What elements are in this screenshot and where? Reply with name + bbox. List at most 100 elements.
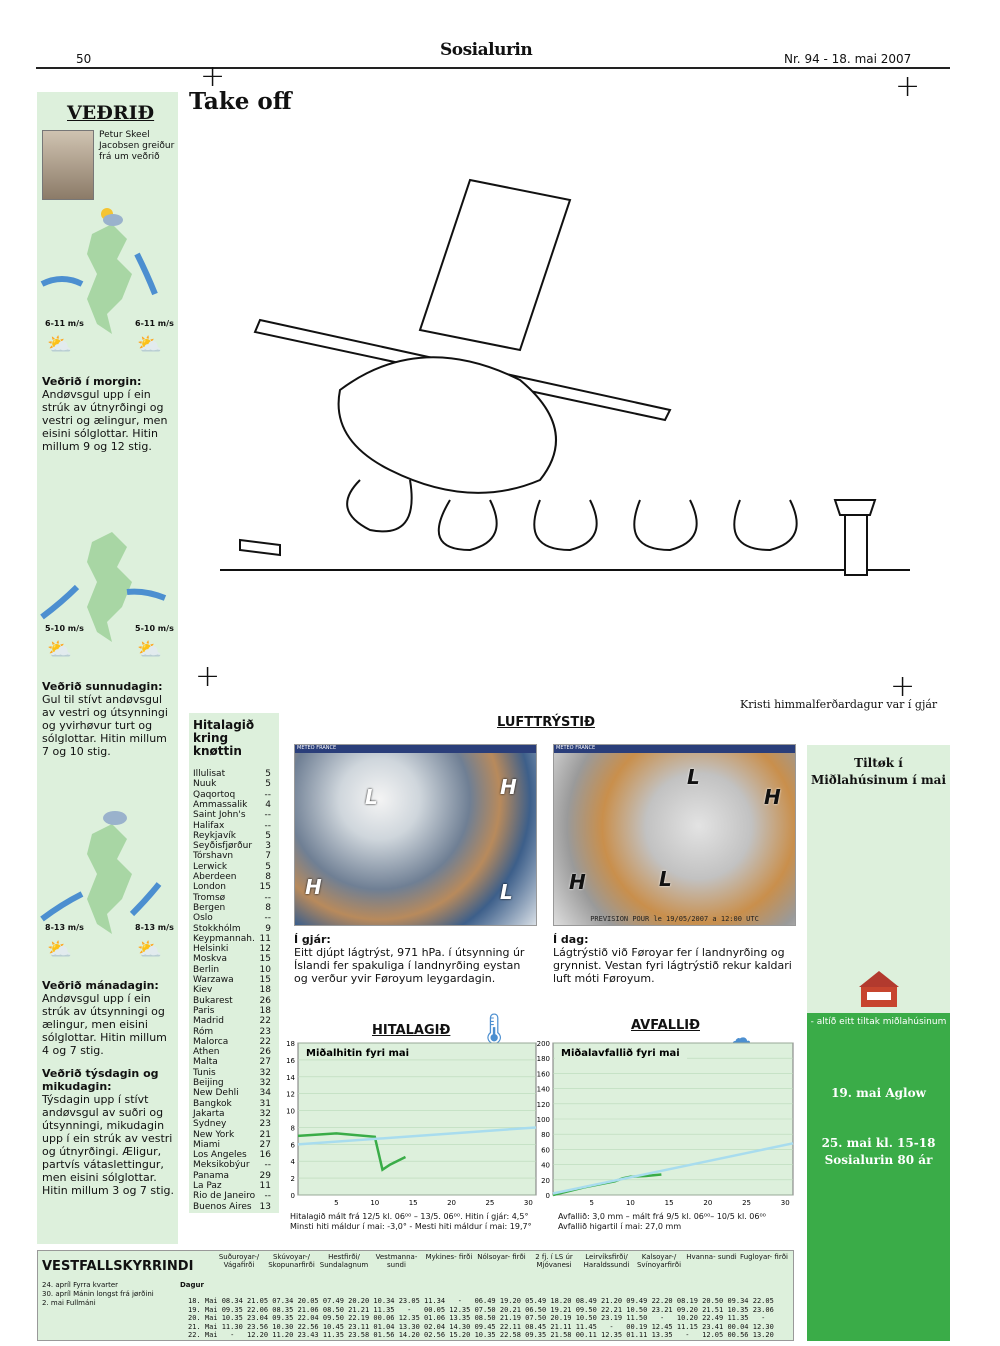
x-tick-label: 10 xyxy=(370,1199,379,1207)
wind-speed-label: 5-10 m/s xyxy=(45,624,84,633)
y-tick-label: 0 xyxy=(546,1192,550,1200)
x-tick-label: 15 xyxy=(409,1199,418,1207)
wind-speed-label: 5-10 m/s xyxy=(135,624,174,633)
house-icon xyxy=(859,971,899,1007)
city-temp-row: Oslo-- xyxy=(193,913,271,924)
moon-phase: 24. apríl Fyrra kvarter xyxy=(42,1281,119,1289)
crop-mark: + xyxy=(890,669,916,704)
y-tick-label: 2 xyxy=(291,1175,295,1183)
chart-title: Miðalhitin fyri mai xyxy=(306,1048,409,1059)
chart-plot-area xyxy=(297,1042,537,1196)
tide-location-header: Mykines- firði xyxy=(425,1253,473,1261)
ad-event-aglow: 19. mai Aglow xyxy=(831,1086,926,1100)
y-tick-label: 20 xyxy=(541,1177,550,1185)
pressure-map-today: METEO FRANCE L H H L PREVISION POUR le 1… xyxy=(553,744,796,926)
crop-mark: + xyxy=(895,69,921,104)
forecast-morning: Veðrið í morgin:Andøvsgul upp í ein strú… xyxy=(42,375,168,453)
x-tick-label: 25 xyxy=(742,1199,751,1207)
thermometer-icon: 🌡 xyxy=(475,1012,514,1047)
tide-location-header: Suðuroyar-/ Vágafirði xyxy=(218,1253,260,1269)
page-number: 50 xyxy=(76,52,92,66)
x-tick-label: 20 xyxy=(447,1199,456,1207)
tide-location-header: Kalsoyar-/ Svínoyarfirði xyxy=(636,1253,682,1269)
y-tick-label: 160 xyxy=(537,1070,550,1078)
tide-row: 22. Mai - 12.20 11.20 23.43 11.35 23.58 … xyxy=(188,1331,774,1339)
tide-location-header: Fugloyar- firði xyxy=(740,1253,788,1261)
cartoon-title: Take off xyxy=(189,88,292,115)
tide-location-header: Leirvíksfirði/ Haraldssundi xyxy=(583,1253,630,1269)
crop-mark: + xyxy=(200,59,226,94)
series-line xyxy=(297,1132,407,1172)
city-temp-row: Meksikobýur-- xyxy=(193,1160,271,1171)
cartoon-caption: Kristi himmalferðardagur var í gjár xyxy=(740,698,938,711)
chart-title-bg xyxy=(300,1045,431,1059)
world-temps-title: Hitalagið kring knøttin xyxy=(193,718,255,758)
faroe-map-sunday xyxy=(40,532,167,642)
temperature-section-title: HITALAGIÐ xyxy=(372,1023,451,1038)
partly-cloudy-rain-icon: ⛅ xyxy=(137,332,162,356)
pressure-yesterday-text: Í gjár:Eitt djúpt lágtrýst, 971 hPa. í ú… xyxy=(294,933,525,985)
y-tick-label: 4 xyxy=(291,1158,296,1166)
tide-location-header: Vestmanna- sundi xyxy=(375,1253,418,1269)
y-tick-label: 14 xyxy=(286,1074,295,1082)
tide-row: 18. Mai 08.34 21.05 07.34 20.05 07.49 20… xyxy=(188,1297,774,1305)
crop-mark: + xyxy=(195,659,221,694)
tide-day-header: Dagur xyxy=(180,1281,204,1289)
ad-slogan: - altíð eitt tiltak miðlahúsinum xyxy=(810,1017,947,1027)
city-temp-row: Qaqortoq-- xyxy=(193,789,271,800)
city-temp-row: Rio de Janeiro-- xyxy=(193,1191,271,1202)
series-line xyxy=(297,1126,537,1146)
y-tick-label: 12 xyxy=(286,1091,295,1099)
weather-column: VEÐRIÐ Petur Skeel Jacobsen greiður frá … xyxy=(37,92,178,1244)
y-tick-label: 60 xyxy=(541,1146,550,1154)
y-tick-label: 140 xyxy=(537,1086,550,1094)
faroe-map-monday xyxy=(40,811,162,934)
y-tick-label: 120 xyxy=(537,1101,550,1109)
y-tick-label: 80 xyxy=(541,1131,550,1139)
tide-location-header: Hestfirði/ Sundalagnum xyxy=(319,1253,369,1269)
y-tick-label: 0 xyxy=(291,1192,295,1200)
ad-event-anniversary: 25. mai kl. 15-18 Sosialurin 80 ár xyxy=(821,1136,936,1167)
y-tick-label: 180 xyxy=(537,1055,550,1063)
x-tick-label: 10 xyxy=(626,1199,635,1207)
partly-cloudy-rain-icon: ⛅ xyxy=(137,937,162,961)
city-temp-row: Tromsø-- xyxy=(193,892,271,903)
cartoon-drawing xyxy=(220,178,910,576)
y-tick-label: 18 xyxy=(286,1040,295,1048)
precipitation-notes: Avfallið: 3,0 mm – mált frá 9/5 kl. 06⁰⁰… xyxy=(558,1212,766,1231)
x-tick-label: 15 xyxy=(665,1199,674,1207)
ad-title: Tiltøk í Miðlahúsinum í mai xyxy=(810,756,947,787)
tide-location-header: Skúvoyar-/ Skopunarfirði xyxy=(268,1253,315,1269)
wind-speed-label: 6-11 m/s xyxy=(45,319,84,328)
pressure-title: LUFTTRÝSTIÐ xyxy=(497,715,595,730)
partly-cloudy-rain-icon: ⛅ xyxy=(47,332,72,356)
tide-table: VESTFALLSKYRRINDI 24. apríl Fyrra kvarte… xyxy=(37,1250,794,1341)
weather-title: VEÐRIÐ xyxy=(67,102,155,124)
y-tick-label: 100 xyxy=(537,1116,550,1124)
